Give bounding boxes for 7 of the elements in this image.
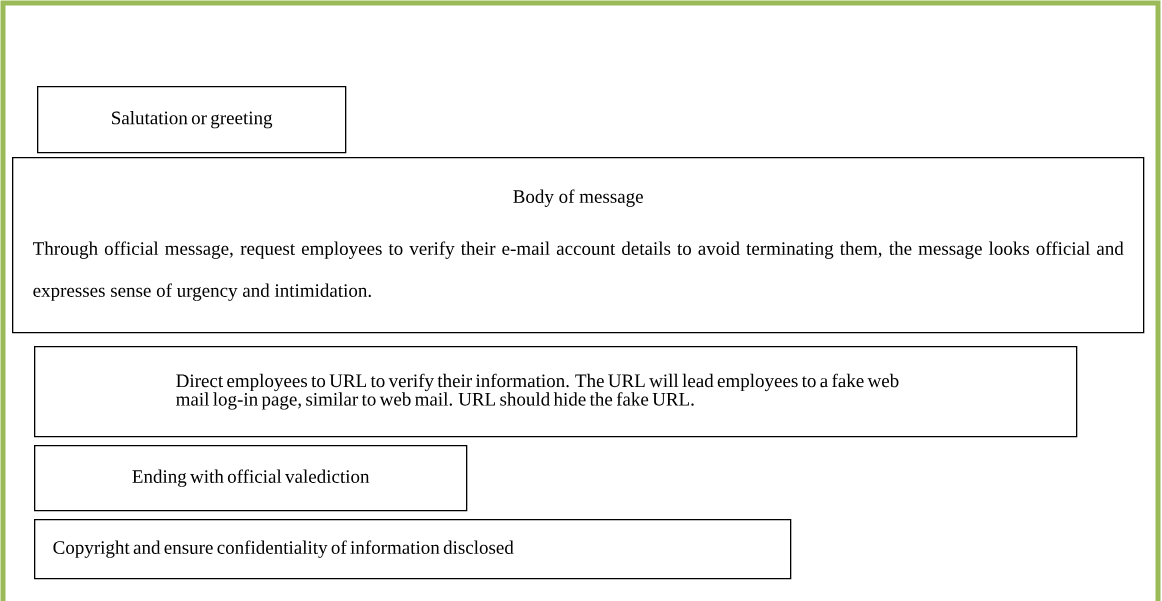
link-instruction-box: Direct employees to URL to verify their information. The URL will lead employees to a fake web mail log-in page, similar to web mail. URL should hide the fake URL.: [34, 346, 1078, 438]
closing-box: Ending with official valediction: [34, 445, 468, 512]
copyright-box: Copyright and ensure confidentiality of information disclosed: [34, 519, 792, 580]
body-text: Through official message, request employees to verify their e-mail account details to avoid terminating them, the message looks official and expresses sense of urgency and intimidation.: [33, 241, 1124, 301]
heading: Body of message: [513, 189, 643, 207]
message-body-box: [12, 157, 1145, 334]
greeting-box: Salutation or greeting: [37, 86, 347, 154]
